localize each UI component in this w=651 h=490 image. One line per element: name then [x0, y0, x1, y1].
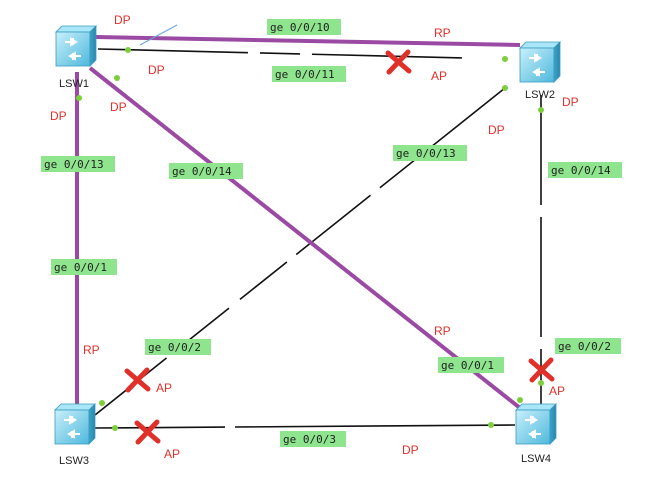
port-label-text: ge 0/0/2 [148, 341, 201, 354]
role-label: AP [431, 69, 447, 83]
port-dot [538, 107, 544, 113]
port-label-text: ge 0/0/10 [270, 21, 330, 34]
switch-lsw1[interactable]: LSW1 [55, 25, 97, 90]
role-label: RP [434, 26, 451, 40]
link-lsw3-lsw4 [94, 424, 516, 429]
role-label: RP [434, 324, 451, 338]
port-label-lsw1-lsw2-top: ge 0/0/10 [267, 19, 341, 35]
port-dots [76, 47, 544, 431]
port-label-lsw3-diag: ge 0/0/2 [145, 339, 211, 355]
switch-label: LSW3 [59, 455, 89, 467]
role-label: DP [562, 95, 579, 109]
switch-lsw4[interactable]: LSW4 [515, 403, 557, 465]
switch-icon [515, 403, 557, 445]
port-label-text: ge 0/0/1 [54, 261, 107, 274]
role-label: DP [402, 443, 419, 457]
switch-icon [519, 41, 561, 83]
port-label-lsw4-up: ge 0/0/2 [555, 338, 621, 354]
port-labels: ge 0/0/10 ge 0/0/11 ge 0/0/13 ge 0/0/14 … [41, 19, 622, 447]
switch-lsw3[interactable]: LSW3 [54, 403, 96, 467]
port-label-text: ge 0/0/1 [441, 359, 494, 372]
role-label: DP [110, 100, 127, 114]
active-link-lsw1-lsw2-ge0-0-10 [95, 35, 521, 47]
switch-label: LSW1 [59, 78, 89, 90]
link-lsw1-lsw2-ge0-0-11 [97, 48, 506, 60]
port-dot [114, 75, 120, 81]
port-label-lsw1-lsw2-bottom: ge 0/0/11 [272, 66, 346, 82]
switch-label: LSW2 [525, 89, 555, 101]
role-label: AP [164, 447, 180, 461]
switch-lsw2[interactable]: LSW2 [519, 41, 561, 101]
role-label: AP [156, 381, 172, 395]
port-dot [488, 422, 494, 428]
port-dot [502, 85, 508, 91]
port-label-lsw1-down: ge 0/0/13 [41, 156, 115, 172]
port-dot [76, 95, 82, 101]
blocked-port-icon [137, 422, 158, 442]
port-label-text: ge 0/0/13 [396, 147, 456, 160]
port-dot [125, 47, 131, 53]
role-label: DP [488, 123, 505, 137]
role-label: DP [148, 63, 165, 77]
port-dot [112, 425, 118, 431]
port-dot [502, 56, 508, 62]
port-label-lsw2-diag: ge 0/0/13 [393, 145, 467, 161]
port-label-lsw4-diag: ge 0/0/1 [438, 357, 504, 373]
switch-icon [54, 403, 96, 445]
port-label-text: ge 0/0/14 [551, 164, 611, 177]
active-links [75, 24, 522, 410]
role-label: DP [50, 109, 67, 123]
links [94, 48, 542, 429]
link-annotation-stroke [139, 24, 178, 46]
blocked-port-icon [127, 370, 148, 390]
port-label-text: ge 0/0/3 [283, 433, 336, 446]
port-dot [538, 380, 544, 386]
switch-icon [55, 25, 97, 67]
role-label: AP [549, 384, 565, 398]
role-label: RP [83, 343, 100, 357]
link-lsw2-lsw3 [94, 87, 506, 416]
port-label-lsw3-lsw4: ge 0/0/3 [280, 431, 346, 447]
port-dot [99, 400, 105, 406]
port-label-lsw2-down: ge 0/0/14 [548, 162, 622, 178]
blocked-port-icon [388, 52, 409, 72]
port-label-lsw3-up: ge 0/0/1 [51, 259, 117, 275]
port-label-text: ge 0/0/2 [558, 340, 611, 353]
port-label-lsw1-diag: ge 0/0/14 [169, 163, 243, 179]
port-label-text: ge 0/0/11 [275, 68, 335, 81]
port-dot [517, 397, 523, 403]
role-label: DP [114, 13, 131, 27]
port-roles: DP RP DP AP DP DP DP DP RP RP AP AP AP D… [50, 13, 579, 461]
port-label-text: ge 0/0/14 [172, 165, 232, 178]
port-label-text: ge 0/0/13 [44, 158, 104, 171]
active-link-lsw1-lsw4 [88, 66, 522, 410]
switch-label: LSW4 [521, 453, 551, 465]
